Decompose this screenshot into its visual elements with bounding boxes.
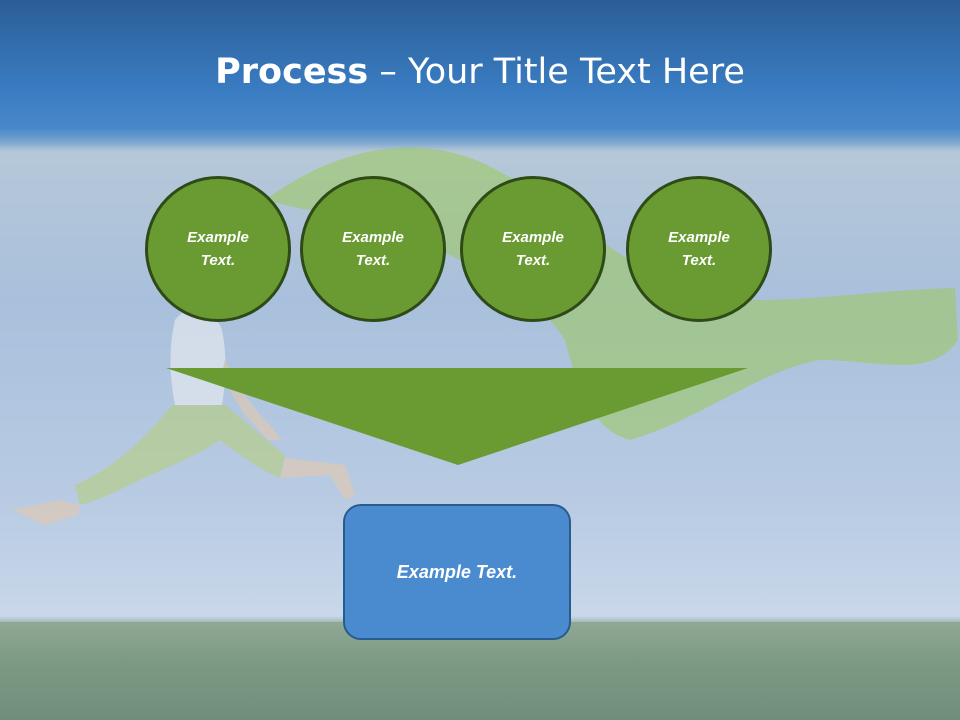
process-circle-4[interactable]: Example Text. [626, 176, 772, 322]
process-circle-2[interactable]: Example Text. [300, 176, 446, 322]
process-circle-3[interactable]: Example Text. [460, 176, 606, 322]
funnel-triangle [166, 368, 748, 465]
circle-label-4: Example Text. [668, 229, 730, 269]
title-bold: Process [215, 52, 369, 92]
result-box[interactable]: Example Text. [343, 504, 571, 640]
circle-label-1: Example Text. [187, 229, 249, 269]
slide-title: Process – Your Title Text Here [0, 52, 960, 92]
result-label: Example Text. [396, 561, 518, 582]
process-circle-1[interactable]: Example Text. [145, 176, 291, 322]
person-legs [75, 405, 285, 505]
title-band [0, 0, 960, 152]
circle-label-2: Example Text. [342, 229, 404, 269]
circle-label-3: Example Text. [502, 229, 564, 269]
person-skin [12, 458, 355, 525]
title-rest: – Your Title Text Here [368, 52, 745, 92]
